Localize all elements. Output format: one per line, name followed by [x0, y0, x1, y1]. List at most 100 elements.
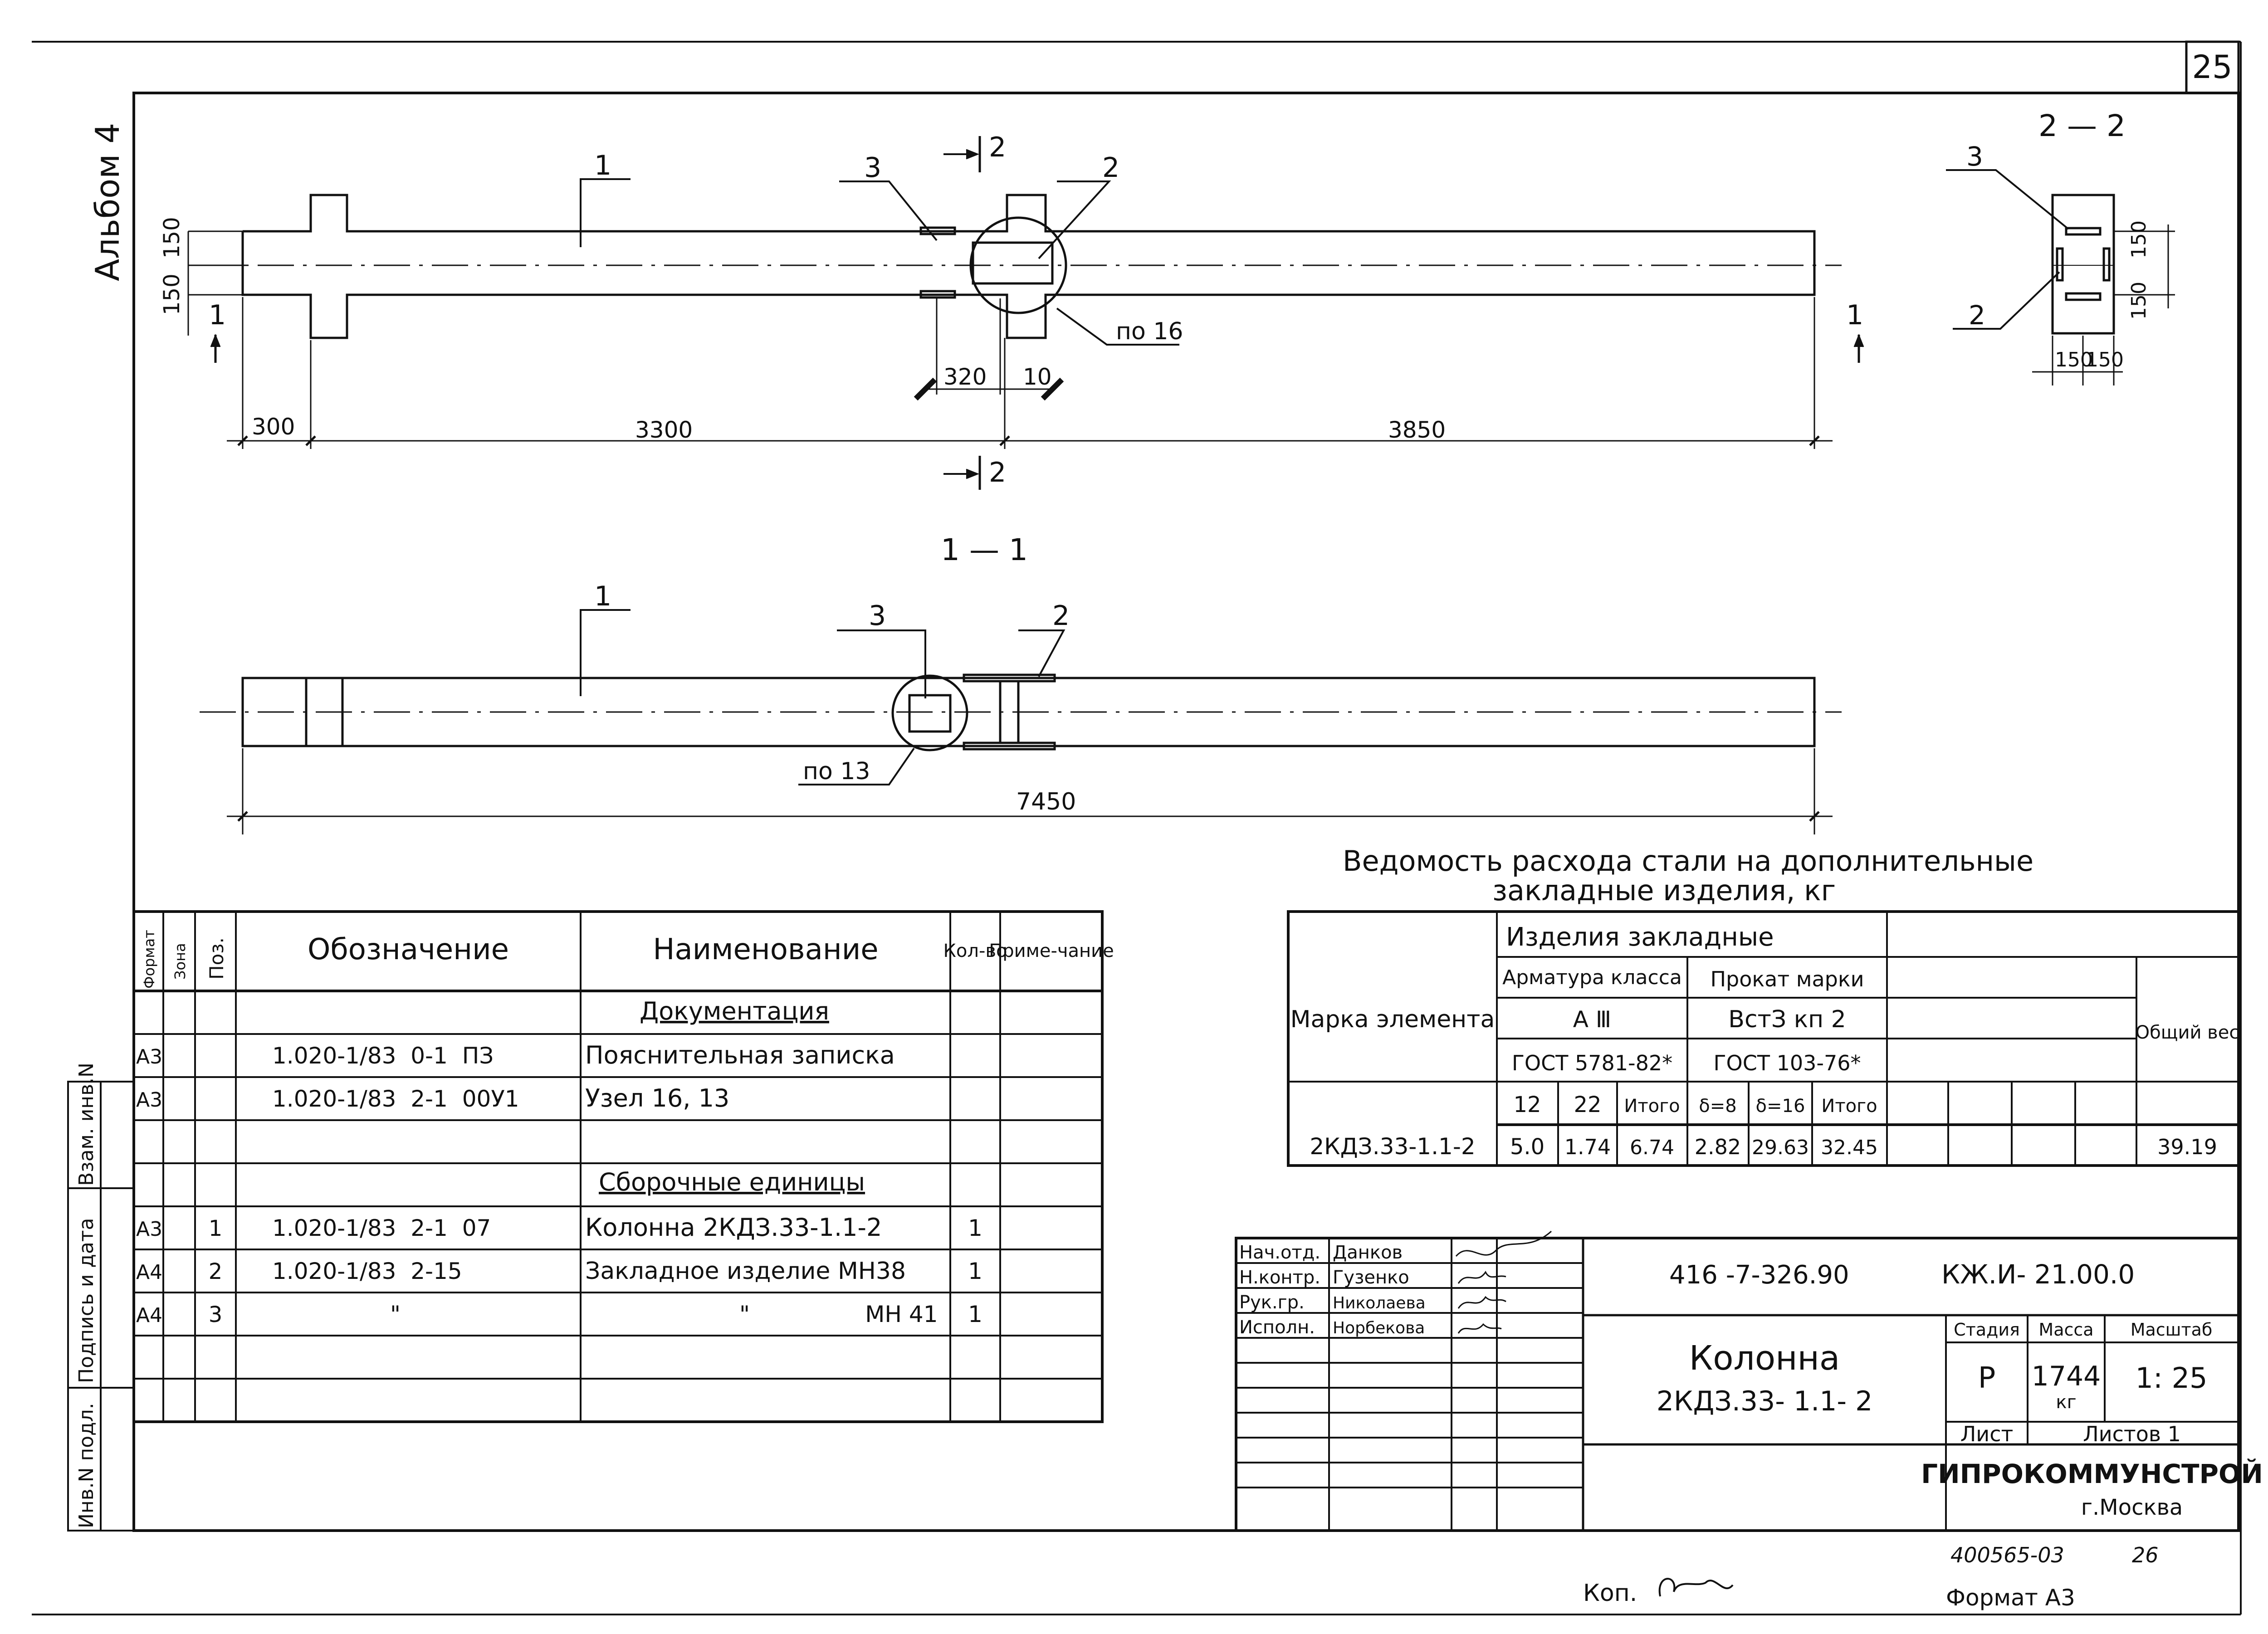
row-mark: 2КДЗ.33-1.1-2: [1310, 1133, 1475, 1160]
spec-designation: 1.020-1/83 2-1 07: [272, 1215, 491, 1241]
column-outline-plan: [241, 194, 1816, 339]
hdr-total: Общий вес: [2136, 1022, 2239, 1043]
leader-2: [1038, 180, 1111, 259]
spec-row: А3 1 1.020-1/83 2-1 07 Колонна 2КДЗ.33-1…: [136, 1213, 982, 1242]
spec-row: А4 3 " " МН 41 1: [136, 1301, 982, 1327]
spec-name-section: Сборочные единицы: [599, 1168, 865, 1196]
hdr-note: Приме-чание: [989, 941, 1114, 961]
spec-name: " МН 41: [739, 1301, 938, 1327]
section-1-1-title: 1 — 1: [941, 532, 1028, 567]
spec-designation: 1.020-1/83 2-1 00У1: [272, 1086, 519, 1112]
dim-150-v2: 150: [2127, 282, 2151, 320]
stage-value: Р: [1978, 1361, 1996, 1395]
signatures: [1455, 1230, 1552, 1334]
spec-pos: 3: [209, 1302, 223, 1327]
mass-value: 1744: [2032, 1361, 2101, 1392]
hdr-products: Изделия закладные: [1506, 922, 1774, 952]
leader-3-s11: [837, 629, 926, 698]
spec-qty: 1: [968, 1258, 982, 1284]
row-val-1: 5.0: [1510, 1134, 1545, 1160]
stage-label: Стадия: [1954, 1320, 2020, 1340]
format-label: Формат А3: [1946, 1585, 2075, 1611]
spec-name: Колонна 2КДЗ.33-1.1-2: [585, 1213, 882, 1242]
title-block-people: Нач.отд. Данков Н.контр. Гузенко Рук.гр.…: [1239, 1242, 1426, 1338]
spec-name: Закладное изделие МН38: [585, 1258, 906, 1285]
spec-format: А3: [136, 1045, 162, 1068]
section-mark-2-bottom: 2: [989, 457, 1006, 488]
row-total: 39.19: [2157, 1135, 2217, 1159]
hdr-armatura-class: А Ⅲ: [1573, 1006, 1612, 1033]
callout-1-s11: 1: [594, 580, 611, 612]
scale-label: Масштаб: [2131, 1320, 2213, 1340]
dim-10: 10: [1023, 364, 1052, 390]
role-nach-otd: Нач.отд.: [1239, 1242, 1320, 1263]
name-nikolaeva: Николаева: [1333, 1294, 1426, 1312]
title-block-grid: [1235, 1237, 2240, 1532]
node-13-circle: [891, 674, 968, 751]
section-2-2-outline: [2051, 194, 2115, 335]
spec-qty: 1: [968, 1215, 982, 1241]
callout-2-s11: 2: [1052, 600, 1070, 632]
leader-node13: [798, 747, 915, 785]
hdr-pos: Поз.: [205, 937, 228, 980]
section-mark-1-left: 1: [209, 299, 226, 331]
stamp-podpis: Подпись и дата: [75, 1218, 98, 1383]
element-name-2: 2КДЗ.33- 1.1- 2: [1657, 1385, 1873, 1417]
subcol-d8: δ=8: [1699, 1096, 1736, 1117]
name-dankov: Данков: [1333, 1242, 1403, 1263]
kop-label: Коп.: [1583, 1580, 1637, 1607]
stamp-vzam: Взам. инв.N: [75, 1063, 98, 1186]
leader-3: [839, 180, 938, 241]
plate-pos3-bottom: [919, 290, 956, 299]
spec-table-headers: Формат Зона Поз. Обозначение Наименовани…: [141, 930, 1114, 989]
subcol-22: 22: [1574, 1092, 1601, 1117]
row-val-4: 2.82: [1695, 1135, 1741, 1159]
dim-300: 300: [252, 414, 295, 440]
sheet-label: Лист: [1960, 1422, 2014, 1446]
spec-pos: 2: [209, 1259, 223, 1284]
hdr-armatura: Арматура класса: [1502, 966, 1682, 989]
spec-name: Узел 16, 13: [585, 1084, 729, 1112]
left-stamp: [67, 1081, 135, 1532]
sheet-number: 25: [2192, 49, 2232, 86]
spec-pos: 1: [209, 1216, 223, 1241]
sheet-frame: [32, 40, 2242, 1615]
callout-3-s22: 3: [1966, 141, 1983, 172]
name-guzenko: Гузенко: [1333, 1267, 1409, 1288]
statement-title-1: Ведомость расхода стали на дополнительны…: [1343, 844, 2033, 878]
callout-3: 3: [864, 152, 881, 184]
steel-statement-cells: Марка элемента Изделия закладные Арматур…: [1290, 922, 2239, 1160]
scale-value: 1: 25: [2136, 1361, 2208, 1395]
hdr-format: Формат: [141, 930, 158, 989]
subcol-d16: δ=16: [1756, 1096, 1805, 1117]
steel-statement-table: [1287, 910, 2240, 1167]
name-norbekova: Норбекова: [1333, 1319, 1425, 1337]
section-1-1-labels: 1 — 1 1 3 2 по 13 7450: [594, 532, 1076, 815]
title-block-text: 416 -7-326.90 КЖ.И- 21.00.0 Колонна 2КДЗ…: [1657, 1259, 2263, 1520]
row-val-2: 1.74: [1564, 1135, 1611, 1159]
dim-150-h1: 150: [2055, 348, 2093, 371]
hdr-zone: Зона: [171, 943, 189, 980]
hdr-armatura-gost: ГОСТ 5781-82*: [1512, 1051, 1672, 1075]
kop-signature: [1658, 1578, 1734, 1597]
page-26: 26: [2132, 1543, 2159, 1567]
role-ispoln: Исполн.: [1239, 1317, 1315, 1338]
dim-150-bottom: 150: [159, 273, 185, 315]
element-name-1: Колонна: [1689, 1339, 1840, 1378]
spec-name: Пояснительная записка: [585, 1041, 895, 1069]
leader-2-s11: [1018, 629, 1066, 677]
leader-2-s22: [1953, 271, 2060, 330]
leader-node16: [1056, 307, 1179, 346]
mass-unit: кг: [2056, 1392, 2076, 1413]
spec-table-grid: [132, 910, 1104, 1423]
callout-1: 1: [594, 150, 611, 181]
doc-code: КЖ.И- 21.00.0: [1941, 1259, 2135, 1290]
steel-statement-title: Ведомость расхода стали на дополнительны…: [1343, 844, 2033, 907]
spec-row: А3 1.020-1/83 0-1 ПЗ Пояснительная запис…: [136, 1041, 895, 1069]
spec-row: Сборочные единицы: [599, 1168, 865, 1196]
role-n-kontr: Н.контр.: [1239, 1267, 1320, 1288]
leader-3-s22: [1946, 169, 2069, 230]
section-mark-1-right: 1: [1846, 299, 1863, 331]
hdr-designation: Обозначение: [308, 933, 509, 966]
